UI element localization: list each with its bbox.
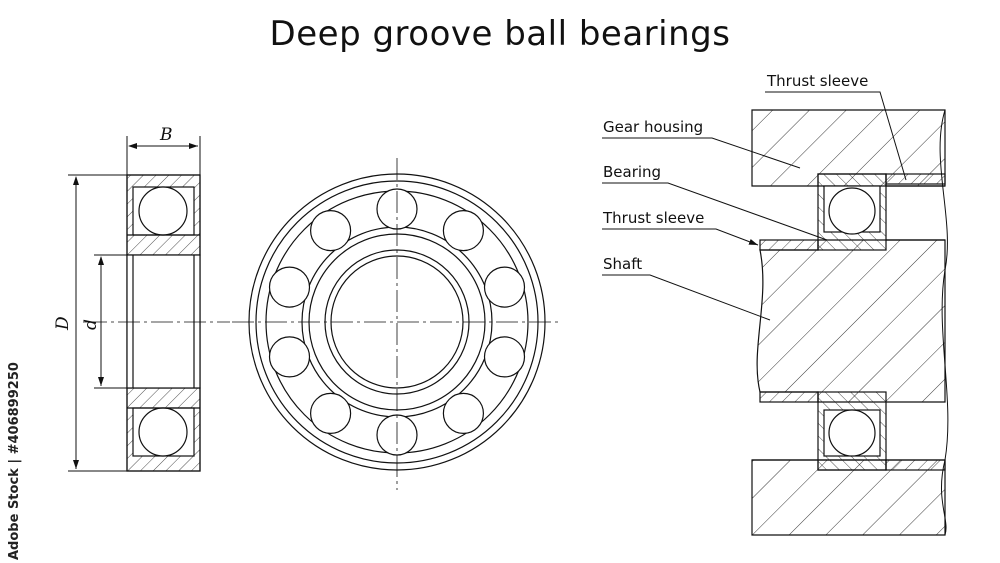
page-title: Deep groove ball bearings: [269, 14, 731, 54]
stock-watermark-text: Adobe Stock | #406899250: [7, 362, 22, 560]
ball: [268, 336, 311, 378]
ball: [483, 336, 526, 378]
callout-thrust-sleeve-top: Thrust sleeve: [766, 72, 868, 90]
dimension-outer-diameter: [68, 174, 127, 472]
stock-watermark: Adobe Stock | #406899250: [6, 320, 26, 560]
dimension-d-outer-label: D: [53, 316, 73, 331]
ball: [442, 392, 484, 434]
callout-bearing: Bearing: [603, 163, 661, 181]
callout-thrust-sleeve: Thrust sleeve: [602, 209, 704, 227]
assembly-section-view: [751, 109, 949, 536]
ball: [310, 392, 352, 434]
ball: [310, 210, 352, 252]
callout-shaft: Shaft: [603, 255, 642, 273]
front-view-centerlines: [232, 158, 562, 490]
bearing-section-view: [126, 174, 201, 472]
ball: [268, 266, 311, 308]
dimension-d-inner-label: d: [81, 319, 101, 330]
ball: [483, 266, 526, 308]
callout-gear-housing: Gear housing: [603, 118, 703, 136]
callout-leaders: [602, 91, 907, 321]
dimension-b: [126, 136, 201, 175]
dimension-b-label: B: [159, 125, 173, 145]
dimension-inner-diameter: [94, 254, 127, 389]
ball: [442, 210, 484, 252]
